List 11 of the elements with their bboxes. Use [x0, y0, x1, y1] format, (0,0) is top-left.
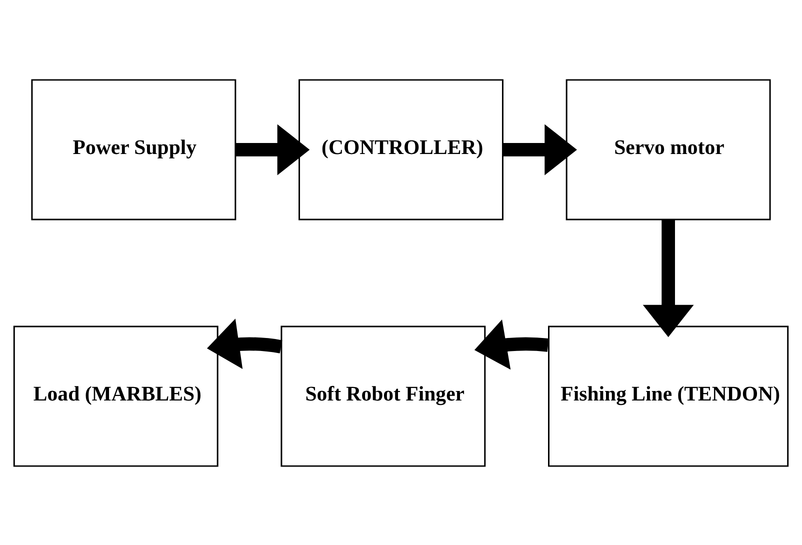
node-box: Load (MARBLES) — [13, 325, 218, 466]
node-box: Servo motor — [566, 78, 771, 220]
arrow — [474, 318, 549, 370]
arrow — [236, 124, 310, 175]
node-box: Soft Robot Finger — [280, 325, 486, 466]
node-box: Fishing Line (TENDON) — [548, 325, 789, 466]
node-box: (CONTROLLER) — [298, 78, 504, 220]
arrow — [502, 124, 577, 175]
arrow — [642, 219, 694, 337]
arrow — [206, 318, 282, 369]
node-box: Power Supply — [31, 78, 236, 220]
